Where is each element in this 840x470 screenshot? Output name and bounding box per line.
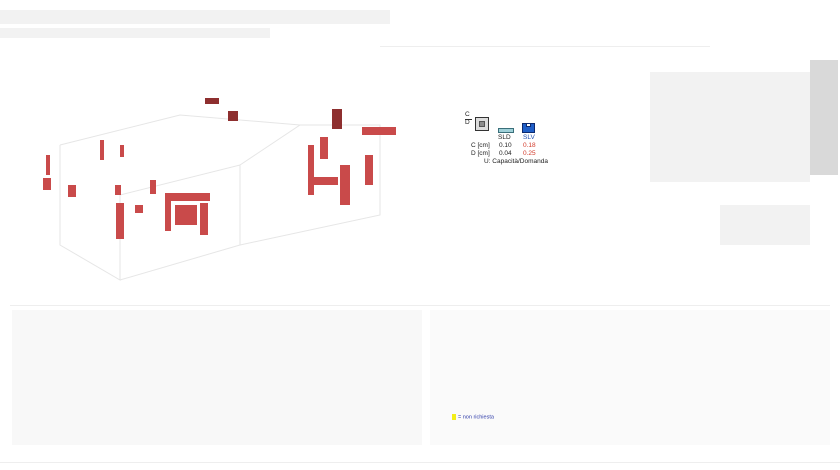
row-d-sld-value: 0.04 [499,150,512,157]
structure-outline [59,114,381,281]
sld-header: SLD [498,134,511,141]
capacity-symbol: C [465,111,470,118]
vertical-scrollbar[interactable] [810,60,838,175]
verification-legend: C D SLD SLV C [cm] 0.10 0.18 D [cm] 0.04… [462,111,572,172]
row-d-label: D [cm] [471,150,490,157]
legend-footnote: U: Capacità/Domanda [484,158,548,165]
not-required-text: = non richiesta [458,414,494,421]
row-d-slv-value: 0.25 [523,150,536,157]
not-required-note: = non richiesta [452,414,494,420]
row-c-label: C [cm] [471,142,490,149]
not-required-swatch [452,414,456,420]
properties-panel [650,72,810,182]
capacity-demand-symbol: C D [465,111,470,126]
demand-symbol: D [465,119,470,126]
row-c-slv-value: 0.18 [523,142,536,149]
status-bar-line [0,462,840,463]
structure-model-view[interactable] [40,85,420,285]
slv-header: SLV [523,134,535,141]
row-c-sld-value: 0.10 [499,142,512,149]
fraction-line [465,119,472,120]
properties-subpanel [720,205,810,245]
title-bar [0,10,390,24]
results-table-area-right [430,310,830,445]
section-box-icon [475,117,489,131]
highlighted-elements [43,98,396,239]
toolbar-divider [380,46,710,47]
results-divider [10,305,830,306]
slv-limit-icon [522,123,535,133]
results-table-area [12,310,422,445]
sld-limit-icon [498,128,514,133]
menu-bar [0,28,270,38]
